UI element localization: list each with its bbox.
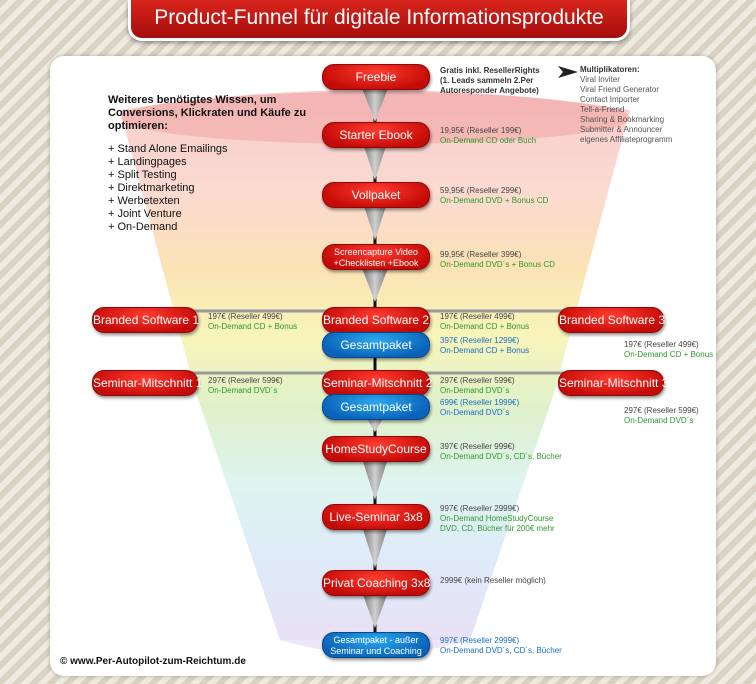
page-title: Product-Funnel für digitale Informations… [128,0,630,41]
vollpaket-node: Vollpaket [322,182,430,208]
multiplikator-item: Viral Friend Generator [580,85,659,94]
price-text: 997€ (Reseller 2999€) [440,504,520,513]
detail-text: On-Demand HomeStudyCourse [440,514,554,523]
detail-text: On-Demand DVD´s + Bonus CD [440,260,555,269]
price-text: 197€ (Reseller 499€) [624,340,699,349]
vollpaket-info: 59,95€ (Reseller 299€) On-Demand DVD + B… [440,186,548,206]
arrow-cone [362,526,388,568]
gesamtpaket-2-info: 699€ (Reseller 1999€) On-Demand DVD´s [440,398,519,418]
freebie-node: Freebie [322,64,430,90]
freebie-info: Gratis inkl. ResellerRights (1. Leads sa… [440,66,540,96]
freebie-info-line: Autoresponder Angebote) [440,86,539,95]
price-text: 397€ (Reseller 999€) [440,442,515,451]
seminar-mitschnitt-3-node: Seminar-Mitschnitt 3 [558,370,668,396]
arrow-cone [362,88,388,122]
price-text: 59,95€ (Reseller 299€) [440,186,522,195]
detail-text: On-Demand DVD´s [440,408,510,417]
arrow-cone [362,200,388,240]
detail-text: On-Demand DVD´s [624,416,694,425]
price-text: 699€ (Reseller 1999€) [440,398,520,407]
seminar-mitschnitt-2-node: Seminar-Mitschnitt 2 [322,370,432,396]
knowledge-item: + Split Testing [108,169,177,181]
price-text: 197€ (Reseller 499€) [208,312,283,321]
branded-software-1-node: Branded Software 1 [92,307,199,333]
seminar-mitschnitt-2-info: 297€ (Reseller 599€) On-Demand DVD´s [440,376,515,396]
gesamtpaket-1-node: Gesamtpaket [322,332,430,358]
detail-text: On-Demand CD + Bonus [440,346,530,355]
knowledge-item: + On-Demand [108,221,178,233]
detail-text: On-Demand DVD´s, CD´s, Bücher [440,646,562,655]
detail-text: On-Demand CD + Bonus [440,322,530,331]
detail-text: On-Demand CD + Bonus [208,322,298,331]
knowledge-item: + Stand Alone Emailings [108,143,228,155]
knowledge-heading: Weiteres benötigtes Wissen, um Conversio… [108,94,307,132]
screencapture-node: Screencapture Video +Checklisten +Ebook [322,244,430,270]
freebie-info-line: (1. Leads sammeln 2.Per [440,76,534,85]
price-text: 297€ (Reseller 599€) [208,376,283,385]
knowledge-item: + Joint Venture [108,208,182,220]
live-seminar-info: 997€ (Reseller 2999€) On-Demand HomeStud… [440,504,555,534]
node-label-line: +Checklisten +Ebook [333,258,419,268]
detail-text: On-Demand DVD + Bonus CD [440,196,549,205]
multiplikatoren-heading: Multiplikatoren: [580,65,640,74]
branded-software-2-node: Branded Software 2 [322,307,430,333]
node-label-line: Seminar und Coaching [330,646,422,656]
knowledge-item: + Direktmarketing [108,182,195,194]
detail-text: On-Demand DVD´s [208,386,278,395]
node-label-line: Screencapture Video [334,247,418,257]
detail-text: On-Demand CD + Bonus [624,350,714,359]
gesamtpaket-1-info: 397€ (Reseller 1299€) On-Demand CD + Bon… [440,336,529,356]
multiplikator-item: Sharing & Bookmarking [580,115,665,124]
price-text: 19,95€ (Reseller 199€) [440,126,522,135]
detail-text: DVD, CD, Bücher für 200€ mehr [440,524,555,533]
knowledge-item: + Landingpages [108,156,187,168]
price-text: 197€ (Reseller 499€) [440,312,515,321]
starter-ebook-node: Starter Ebook [322,122,430,148]
freebie-info-line: Gratis inkl. ResellerRights [440,66,540,75]
multiplikator-item: Viral Inviter [580,75,620,84]
arrow-cone [362,268,388,302]
multiplikator-item: Contact Importer [580,95,640,104]
knowledge-block: Weiteres benötigtes Wissen, um Conversio… [108,94,318,234]
arrow-cone [362,592,388,628]
gesamtpaket-3-node: Gesamtpaket - außer Seminar und Coaching [322,632,430,658]
branded-software-3-info: 197€ (Reseller 499€) On-Demand CD + Bonu… [624,340,713,360]
detail-text: On-Demand DVD´s [440,386,510,395]
price-text: 2999€ (kein Reseller möglich) [440,576,546,585]
detail-text: On-Demand DVD´s, CD´s, Bücher [440,452,562,461]
arrow-cone [362,458,388,500]
starter-ebook-info: 19,95€ (Reseller 199€) On-Demand CD oder… [440,126,536,146]
multiplikator-item: Tell-a-Friend [580,105,625,114]
gesamtpaket-3-info: 997€ (Reseller 2999€) On-Demand DVD´s, C… [440,636,562,656]
arrow-cone [362,140,388,180]
seminar-mitschnitt-1-info: 297€ (Reseller 599€) On-Demand DVD´s [208,376,283,396]
knowledge-item: + Werbetexten [108,195,180,207]
multiplikator-item: Submitter & Announcer [580,125,663,134]
price-text: 997€ (Reseller 2999€) [440,636,520,645]
seminar-mitschnitt-3-info: 297€ (Reseller 599€) On-Demand DVD´s [624,406,699,426]
seminar-mitschnitt-1-node: Seminar-Mitschnitt 1 [92,370,202,396]
homestudycourse-info: 397€ (Reseller 999€) On-Demand DVD´s, CD… [440,442,562,462]
branded-software-3-node: Branded Software 3 [558,307,665,333]
price-text: 297€ (Reseller 599€) [624,406,699,415]
privat-coaching-node: Privat Coaching 3x8 [322,570,430,596]
price-text: 297€ (Reseller 599€) [440,376,515,385]
gesamtpaket-2-node: Gesamtpaket [322,394,430,420]
screencapture-info: 99,95€ (Reseller 399€) On-Demand DVD´s +… [440,250,555,270]
detail-text: On-Demand CD oder Buch [440,136,537,145]
multiplikatoren-block: Multiplikatoren: Viral Inviter Viral Fri… [580,65,672,145]
live-seminar-node: Live-Seminar 3x8 [322,504,430,530]
price-text: 99,95€ (Reseller 399€) [440,250,522,259]
privat-coaching-info: 2999€ (kein Reseller möglich) [440,576,546,586]
branded-software-2-info: 197€ (Reseller 499€) On-Demand CD + Bonu… [440,312,529,332]
branded-software-1-info: 197€ (Reseller 499€) On-Demand CD + Bonu… [208,312,297,332]
node-label-line: Gesamtpaket - außer [333,635,419,645]
multiplikator-item: eigenes Affiliateprogramm [580,135,673,144]
knowledge-list: + Stand Alone Emailings + Landingpages +… [108,143,318,234]
copyright-footer: © www.Per-Autopilot-zum-Reichtum.de [60,656,246,667]
homestudycourse-node: HomeStudyCourse [322,436,430,462]
price-text: 397€ (Reseller 1299€) [440,336,520,345]
pointer-arrow-icon [558,66,578,78]
